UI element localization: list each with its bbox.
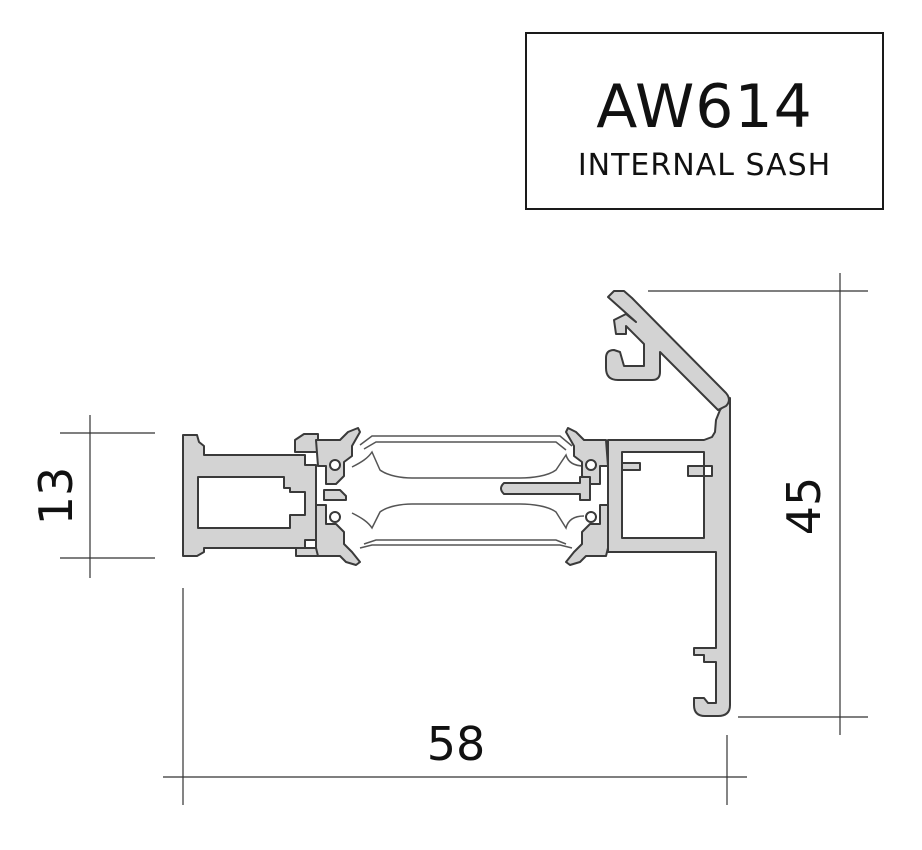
dimension-height-right: 45 bbox=[648, 273, 868, 735]
dimension-label-45: 45 bbox=[777, 477, 831, 536]
dimension-height-left: 13 bbox=[29, 415, 155, 578]
product-name: INTERNAL SASH bbox=[577, 148, 832, 183]
glazing-tongue bbox=[500, 476, 591, 501]
right-profile-section bbox=[607, 397, 731, 717]
left-profile-section bbox=[182, 433, 319, 557]
dimension-width: 58 bbox=[163, 588, 747, 805]
product-code: AW614 bbox=[596, 72, 813, 142]
glazing-bead-top bbox=[605, 290, 730, 411]
left-thermal-joint bbox=[315, 427, 361, 566]
dimension-label-58: 58 bbox=[427, 717, 486, 771]
thermal-break-bridge bbox=[351, 435, 585, 549]
right-thermal-joint bbox=[565, 427, 609, 566]
title-block: AW614 INTERNAL SASH bbox=[525, 32, 884, 210]
dimension-label-13: 13 bbox=[29, 467, 83, 526]
